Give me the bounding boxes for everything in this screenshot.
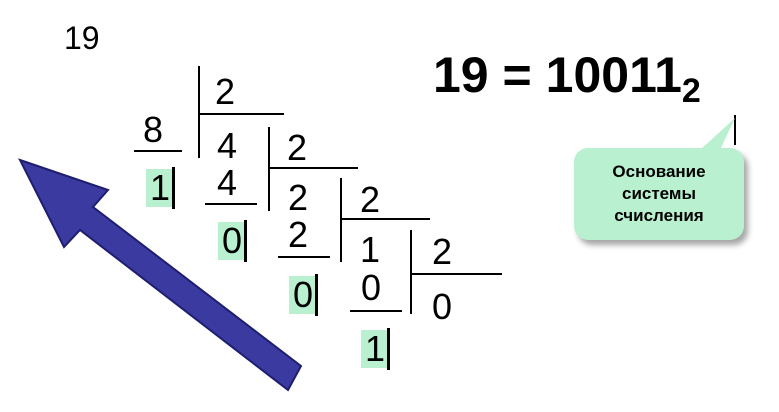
step4-remainder-bar xyxy=(387,328,390,370)
step3-hline xyxy=(340,218,430,220)
step1-subtracted: 8 xyxy=(143,109,164,150)
step3-subtracted: 2 xyxy=(288,214,309,255)
result-equation: 19 = 100112 xyxy=(433,47,701,108)
equation-lhs: 19 xyxy=(433,47,489,103)
step1-quotient: 4 xyxy=(217,125,238,166)
step4-subtracted: 0 xyxy=(361,267,382,308)
step2-sub-line xyxy=(205,203,257,205)
step1-vline xyxy=(198,66,200,158)
callout-text: Основание системы счисления xyxy=(612,162,706,225)
step4-divisor: 2 xyxy=(432,231,453,272)
step2-hline xyxy=(268,167,358,169)
step4-quotient: 0 xyxy=(432,286,453,327)
step3-remainder: 0 xyxy=(289,276,319,314)
callout-tail xyxy=(700,118,735,150)
step4-remainder: 1 xyxy=(361,330,391,368)
equation-base: 2 xyxy=(681,72,701,110)
step2-subtracted: 4 xyxy=(217,162,238,203)
equation-result: 10011 xyxy=(545,47,682,103)
step2-remainder: 0 xyxy=(218,222,248,260)
step1-remainder: 1 xyxy=(146,169,176,207)
step3-quotient: 1 xyxy=(360,229,381,270)
source-number: 19 xyxy=(64,20,100,56)
step3-vline xyxy=(340,178,342,262)
step3-sub-line xyxy=(278,256,330,258)
step2-quotient: 2 xyxy=(288,177,309,218)
step3-remainder-bar xyxy=(315,274,318,316)
base-callout: Основание системы счисления xyxy=(574,148,744,240)
step4-sub-line xyxy=(350,310,402,312)
step1-hline xyxy=(198,113,284,115)
step1-divisor: 2 xyxy=(215,71,236,112)
step2-divisor: 2 xyxy=(287,127,308,168)
read-direction-arrow xyxy=(18,158,303,392)
step2-remainder-bar xyxy=(244,220,247,262)
step4-hline xyxy=(410,273,502,275)
step4-vline xyxy=(410,230,412,314)
step1-remainder-bar xyxy=(172,167,175,209)
step1-sub-line xyxy=(134,150,182,152)
step2-vline xyxy=(268,127,270,211)
step3-divisor: 2 xyxy=(360,179,381,220)
equation-equals: = xyxy=(502,47,532,103)
